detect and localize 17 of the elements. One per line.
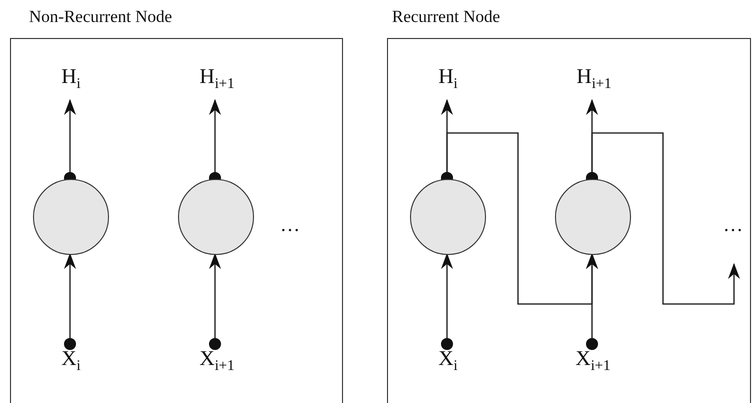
ellipsis-label: …: [723, 215, 743, 235]
output-label: H$_{i+1}$: [568, 63, 620, 101]
arrow: [441, 132, 598, 305]
output-label: H$_{i}$: [428, 63, 468, 101]
arrow: [441, 253, 453, 350]
input-label: X$_{i+1}$: [191, 345, 243, 375]
output-label: H$_{i}$: [51, 63, 91, 101]
input-label: X$_{i}$: [51, 345, 91, 375]
ellipsis-label: …: [280, 215, 300, 235]
arrow: [64, 253, 76, 350]
input-label: X$_{i}$: [428, 345, 468, 375]
output-label: H$_{i+1}$: [191, 63, 243, 101]
arrow: [209, 253, 221, 350]
panel-title: Non-Recurrent Node: [29, 7, 172, 27]
arrow: [586, 132, 740, 305]
input-label: X$_{i+1}$: [568, 345, 618, 375]
panel-title: Recurrent Node: [392, 7, 500, 27]
